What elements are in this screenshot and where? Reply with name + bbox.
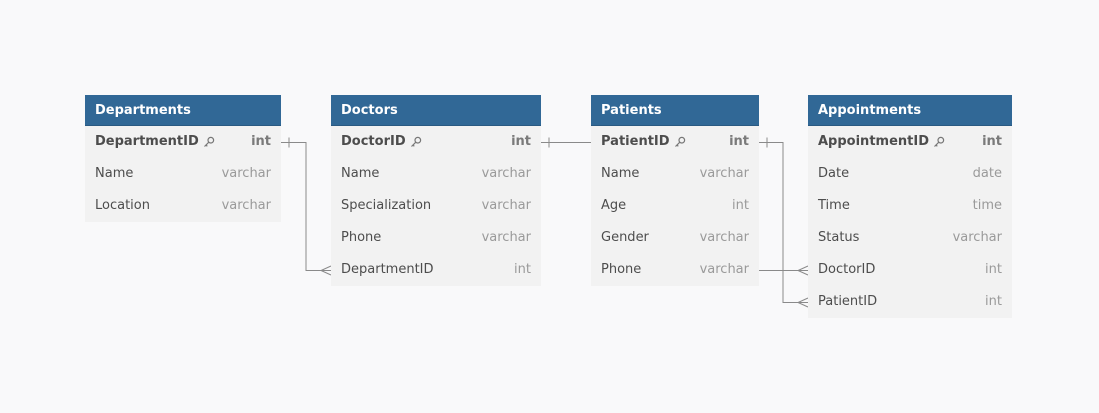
field-name-wrap: Time (818, 190, 850, 222)
key-icon (933, 136, 945, 148)
field-row[interactable]: DepartmentID int (85, 126, 281, 158)
key-icon (674, 136, 686, 148)
field-name-wrap: Phone (601, 254, 641, 286)
field-row[interactable]: Name varchar (85, 158, 281, 190)
field-name: Age (601, 198, 627, 213)
many-marker (796, 265, 809, 276)
field-type: varchar (952, 230, 1002, 245)
many-marker (796, 297, 809, 308)
field-type: varchar (481, 166, 531, 181)
field-row[interactable]: Time time (808, 190, 1012, 222)
field-row[interactable]: Status varchar (808, 222, 1012, 254)
field-name-wrap: DepartmentID (341, 254, 434, 286)
field-name-wrap: AppointmentID (818, 126, 945, 158)
field-type: time (972, 198, 1002, 213)
field-type: varchar (699, 166, 749, 181)
field-name: DepartmentID (341, 262, 434, 277)
field-row[interactable]: AppointmentID int (808, 126, 1012, 158)
field-name-wrap: Date (818, 158, 849, 190)
field-name: DepartmentID (95, 134, 199, 149)
field-name: Name (95, 166, 134, 181)
field-row[interactable]: Gender varchar (591, 222, 759, 254)
field-name: Status (818, 230, 860, 245)
field-name-wrap: DoctorID (341, 126, 422, 158)
field-name-wrap: Name (341, 158, 379, 190)
field-type: varchar (481, 198, 531, 213)
field-name: Specialization (341, 198, 432, 213)
field-row[interactable]: Date date (808, 158, 1012, 190)
relationship-line (281, 142, 331, 271)
field-type: int (985, 294, 1002, 309)
field-row[interactable]: DoctorID int (808, 254, 1012, 286)
table-header-patients[interactable]: Patients (591, 95, 759, 126)
field-name-wrap: DoctorID (818, 254, 875, 286)
field-type: int (985, 262, 1002, 277)
field-name: Date (818, 166, 850, 181)
field-name-wrap: PatientID (818, 286, 877, 318)
field-name: Phone (601, 262, 642, 277)
field-row[interactable]: DepartmentID int (331, 254, 541, 286)
field-name: Name (601, 166, 640, 181)
field-name: Time (818, 198, 850, 213)
field-row[interactable]: Phone varchar (331, 222, 541, 254)
field-name-wrap: Specialization (341, 190, 431, 222)
field-type: int (729, 134, 749, 149)
relationship-line (759, 142, 808, 303)
field-name: Location (95, 198, 150, 213)
table-header-appointments[interactable]: Appointments (808, 95, 1012, 126)
field-type: int (514, 262, 531, 277)
field-name-wrap: DepartmentID (95, 126, 215, 158)
field-type: varchar (221, 198, 271, 213)
field-name-wrap: Phone (341, 222, 381, 254)
field-name: Phone (341, 230, 382, 245)
field-row[interactable]: Specialization varchar (331, 190, 541, 222)
table-header-doctors[interactable]: Doctors (331, 95, 541, 126)
field-type: varchar (699, 230, 749, 245)
table-header-departments[interactable]: Departments (85, 95, 281, 126)
field-name: DoctorID (341, 134, 406, 149)
field-name: Name (341, 166, 380, 181)
field-type: varchar (699, 262, 749, 277)
field-row[interactable]: Name varchar (331, 158, 541, 190)
field-row[interactable]: DoctorID int (331, 126, 541, 158)
field-row[interactable]: Phone varchar (591, 254, 759, 286)
field-row[interactable]: PatientID int (591, 126, 759, 158)
field-type: int (982, 134, 1002, 149)
field-type: date (972, 166, 1002, 181)
field-name: PatientID (818, 294, 878, 309)
field-row[interactable]: PatientID int (808, 286, 1012, 318)
field-type: int (511, 134, 531, 149)
field-name: AppointmentID (818, 134, 929, 149)
key-icon (410, 136, 422, 148)
key-icon (203, 136, 215, 148)
many-marker (319, 265, 332, 276)
field-name-wrap: Age (601, 190, 626, 222)
field-row[interactable]: Name varchar (591, 158, 759, 190)
field-name-wrap: PatientID (601, 126, 686, 158)
field-name: Gender (601, 230, 649, 245)
field-name-wrap: Gender (601, 222, 649, 254)
field-name-wrap: Location (95, 190, 150, 222)
field-name-wrap: Status (818, 222, 859, 254)
field-name: PatientID (601, 134, 670, 149)
field-type: int (732, 198, 749, 213)
field-row[interactable]: Age int (591, 190, 759, 222)
field-name-wrap: Name (601, 158, 639, 190)
field-name-wrap: Name (95, 158, 133, 190)
field-type: int (251, 134, 271, 149)
field-type: varchar (481, 230, 531, 245)
field-row[interactable]: Location varchar (85, 190, 281, 222)
field-name: DoctorID (818, 262, 876, 277)
field-type: varchar (221, 166, 271, 181)
